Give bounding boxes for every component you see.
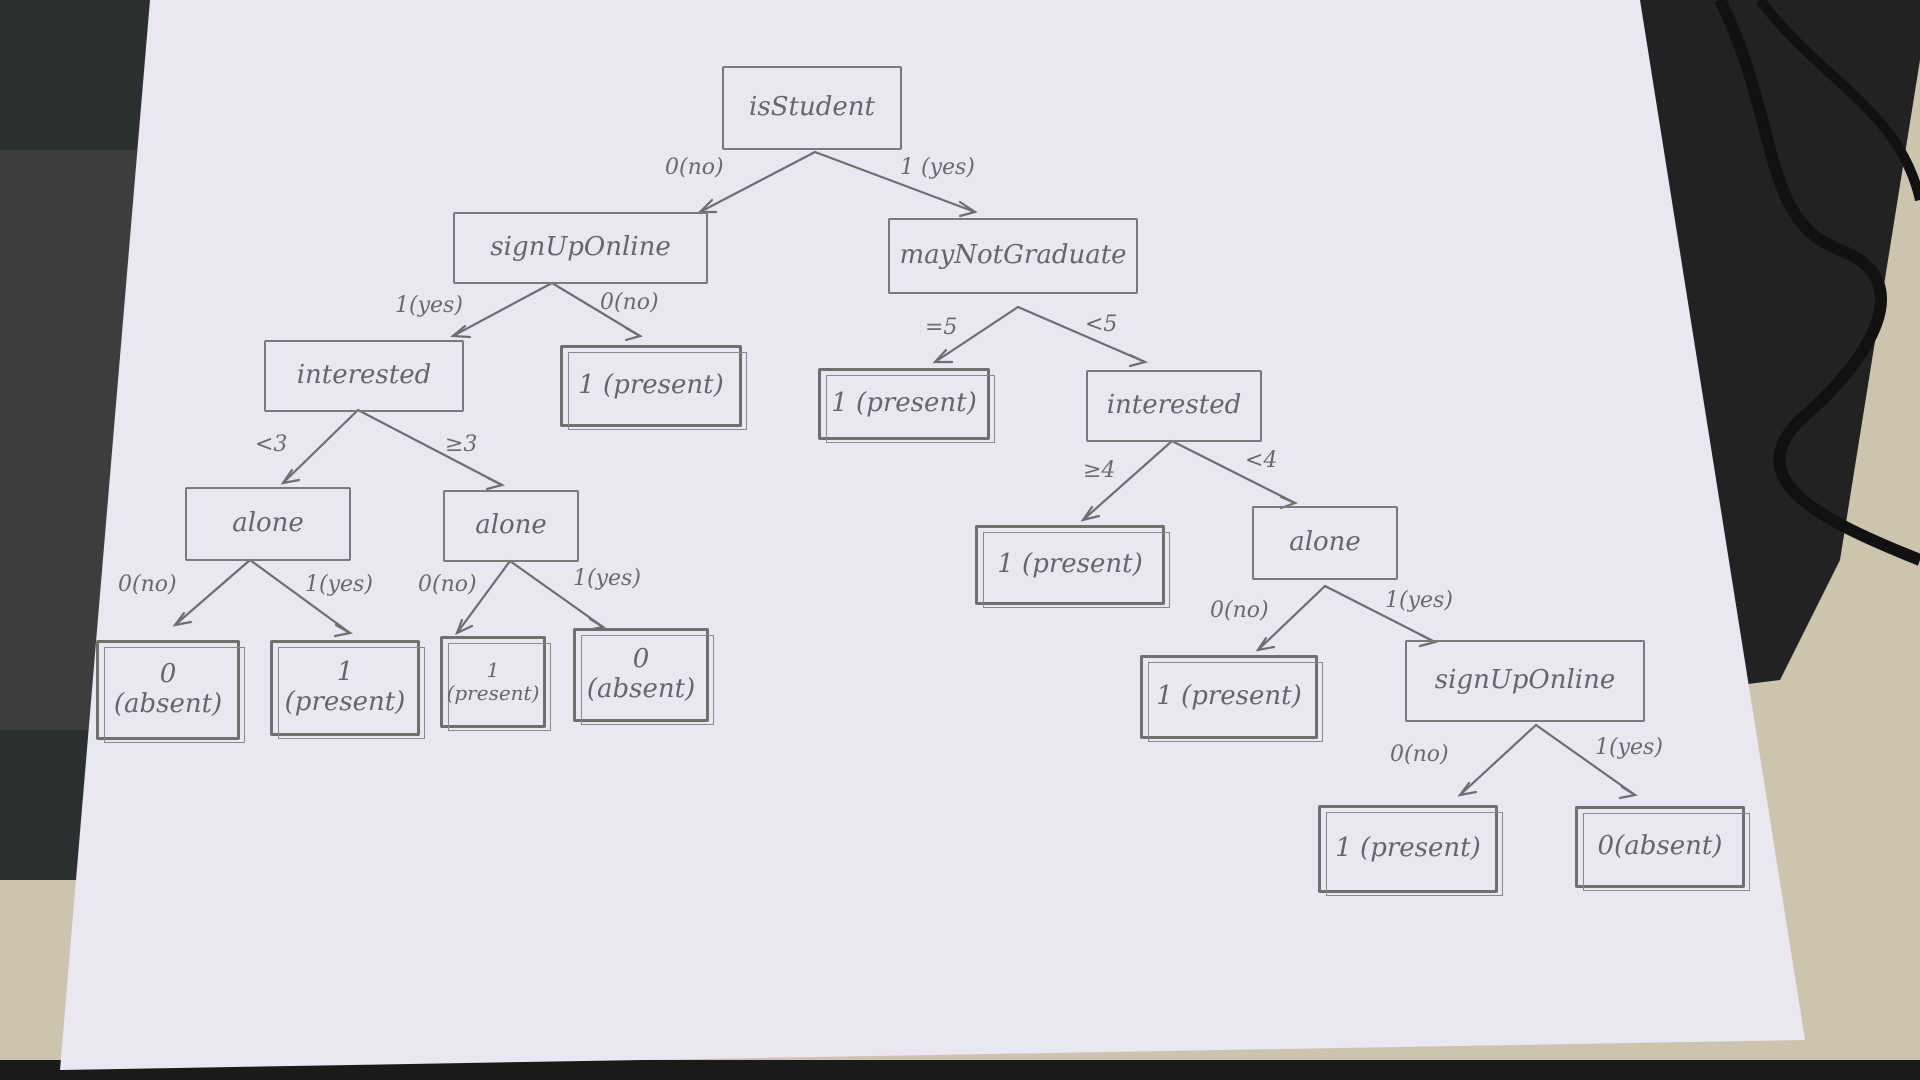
- node-isstudent: isStudent: [722, 66, 902, 150]
- leaf-present-d-label: 1 (present): [1156, 681, 1302, 712]
- leaf-present-b-label: 1 (present): [831, 388, 977, 419]
- edge-label-signupr-yes: 1(yes): [1595, 735, 1663, 760]
- node-maynotgraduate: mayNotGraduate: [888, 218, 1138, 294]
- leaf-absent-e: 0(absent): [1575, 806, 1750, 891]
- edge-label-signupr-no: 0(no): [1390, 742, 1449, 767]
- edge-label-int-right-lt4: <4: [1245, 448, 1278, 473]
- node-signuponline: signUpOnline: [453, 212, 708, 284]
- leaf-present-2-label: 1 (present): [284, 657, 406, 717]
- leaf-present-a: 1 (present): [560, 345, 747, 430]
- node-isstudent-label: isStudent: [749, 92, 875, 123]
- node-interested-right-label: interested: [1106, 390, 1242, 421]
- edge-label-signup-no: 0(no): [600, 290, 659, 315]
- leaf-present-3-label: 1 (present): [446, 658, 540, 705]
- node-maynotgraduate-label: mayNotGraduate: [899, 240, 1127, 271]
- node-interested-left: interested: [264, 340, 464, 412]
- leaf-present-b: 1 (present): [818, 368, 995, 443]
- leaf-present-2: 1 (present): [270, 640, 425, 739]
- node-interested-right: interested: [1086, 370, 1262, 442]
- node-alone-left: alone: [185, 487, 351, 561]
- node-alone-right-label: alone: [1289, 527, 1361, 558]
- leaf-present-e-label: 1 (present): [1335, 833, 1481, 864]
- node-alone-right: alone: [1252, 506, 1398, 580]
- edge-label-root-yes: 1 (yes): [900, 155, 975, 180]
- leaf-present-3: 1 (present): [440, 636, 551, 731]
- leaf-absent-e-label: 0(absent): [1597, 831, 1723, 862]
- edge-label-int-right-ge4: ≥4: [1083, 458, 1116, 483]
- edge-label-signup-yes: 1(yes): [395, 293, 463, 318]
- edge-label-alonem-no: 0(no): [418, 572, 477, 597]
- leaf-absent-4-label: 0 (absent): [586, 644, 696, 704]
- node-alone-mid-label: alone: [475, 510, 547, 541]
- node-signuponline-label: signUpOnline: [490, 232, 671, 263]
- leaf-absent-1: 0 (absent): [96, 640, 245, 743]
- edge-label-maynot-eq5: =5: [925, 315, 958, 340]
- edge-label-maynot-lt5: <5: [1085, 312, 1118, 337]
- node-alone-mid: alone: [443, 490, 579, 562]
- leaf-present-c-label: 1 (present): [997, 549, 1143, 580]
- edge-label-alonem-yes: 1(yes): [573, 566, 641, 591]
- leaf-absent-1-label: 0 (absent): [113, 659, 223, 719]
- edge-label-alonel-no: 0(no): [118, 572, 177, 597]
- node-interested-left-label: interested: [296, 360, 432, 391]
- edge-label-alonel-yes: 1(yes): [305, 572, 373, 597]
- edge-label-int-left-lt3: <3: [255, 432, 288, 457]
- edge-label-int-left-ge3: ≥3: [445, 432, 478, 457]
- leaf-present-c: 1 (present): [975, 525, 1170, 608]
- edge-label-aloner-yes: 1(yes): [1385, 588, 1453, 613]
- edge-label-root-no: 0(no): [665, 155, 724, 180]
- node-signuponline-right-label: signUpOnline: [1434, 665, 1616, 696]
- leaf-present-a-label: 1 (present): [578, 370, 724, 401]
- leaf-present-d: 1 (present): [1140, 655, 1323, 742]
- node-alone-left-label: alone: [232, 508, 304, 539]
- edge-label-aloner-no: 0(no): [1210, 598, 1269, 623]
- node-signuponline-right: signUpOnline: [1405, 640, 1645, 722]
- leaf-absent-4: 0 (absent): [573, 628, 714, 725]
- leaf-present-e: 1 (present): [1318, 805, 1503, 896]
